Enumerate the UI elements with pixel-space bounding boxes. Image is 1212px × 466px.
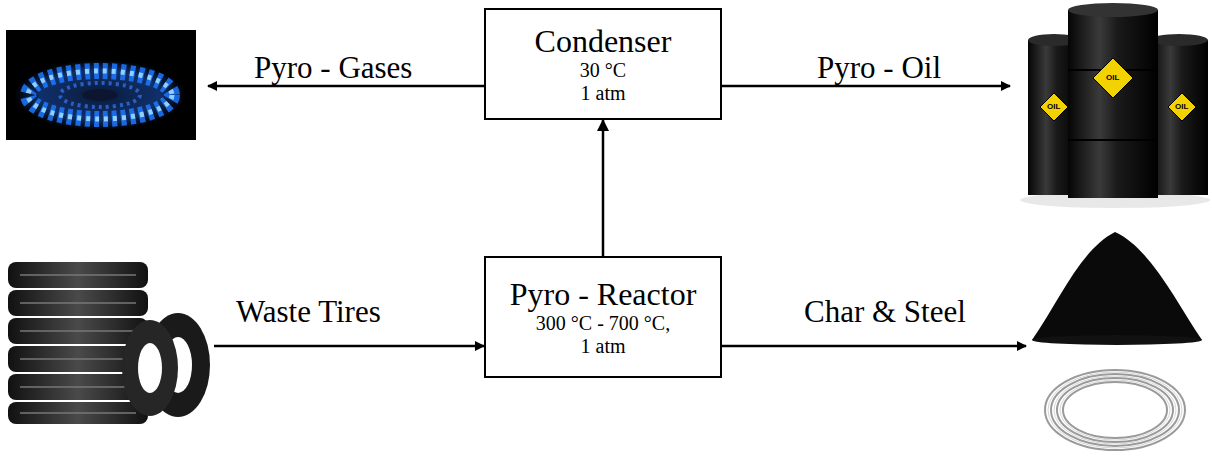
product-label: Char & Steel bbox=[804, 295, 966, 329]
box-condition: 1 atm bbox=[581, 82, 626, 105]
waste-tires-picture bbox=[8, 262, 210, 424]
barrel-text: OIL bbox=[1175, 103, 1188, 111]
oil-barrels-picture bbox=[1020, 3, 1210, 208]
flow-arrows bbox=[208, 86, 1026, 346]
feed-label: Waste Tires bbox=[236, 295, 381, 329]
box-condition: 30 °C bbox=[580, 59, 626, 82]
box-condition: 300 °C - 700 °C, bbox=[536, 312, 670, 335]
product-label: Pyro - Gases bbox=[254, 51, 412, 85]
barrel-text: OIL bbox=[1106, 74, 1119, 82]
box-condition: 1 atm bbox=[581, 335, 626, 358]
condenser-box: Condenser30 °C1 atm bbox=[484, 8, 722, 120]
char-and-steel-picture bbox=[1032, 232, 1202, 450]
reactor-box: Pyro - Reactor300 °C - 700 °C,1 atm bbox=[484, 256, 722, 378]
flow-connector bbox=[602, 120, 605, 256]
box-title: Condenser bbox=[535, 23, 672, 60]
barrel-text: OIL bbox=[1047, 103, 1060, 111]
product-label: Pyro - Oil bbox=[817, 51, 941, 85]
gas-burner-picture bbox=[6, 30, 196, 140]
box-title: Pyro - Reactor bbox=[510, 276, 697, 313]
